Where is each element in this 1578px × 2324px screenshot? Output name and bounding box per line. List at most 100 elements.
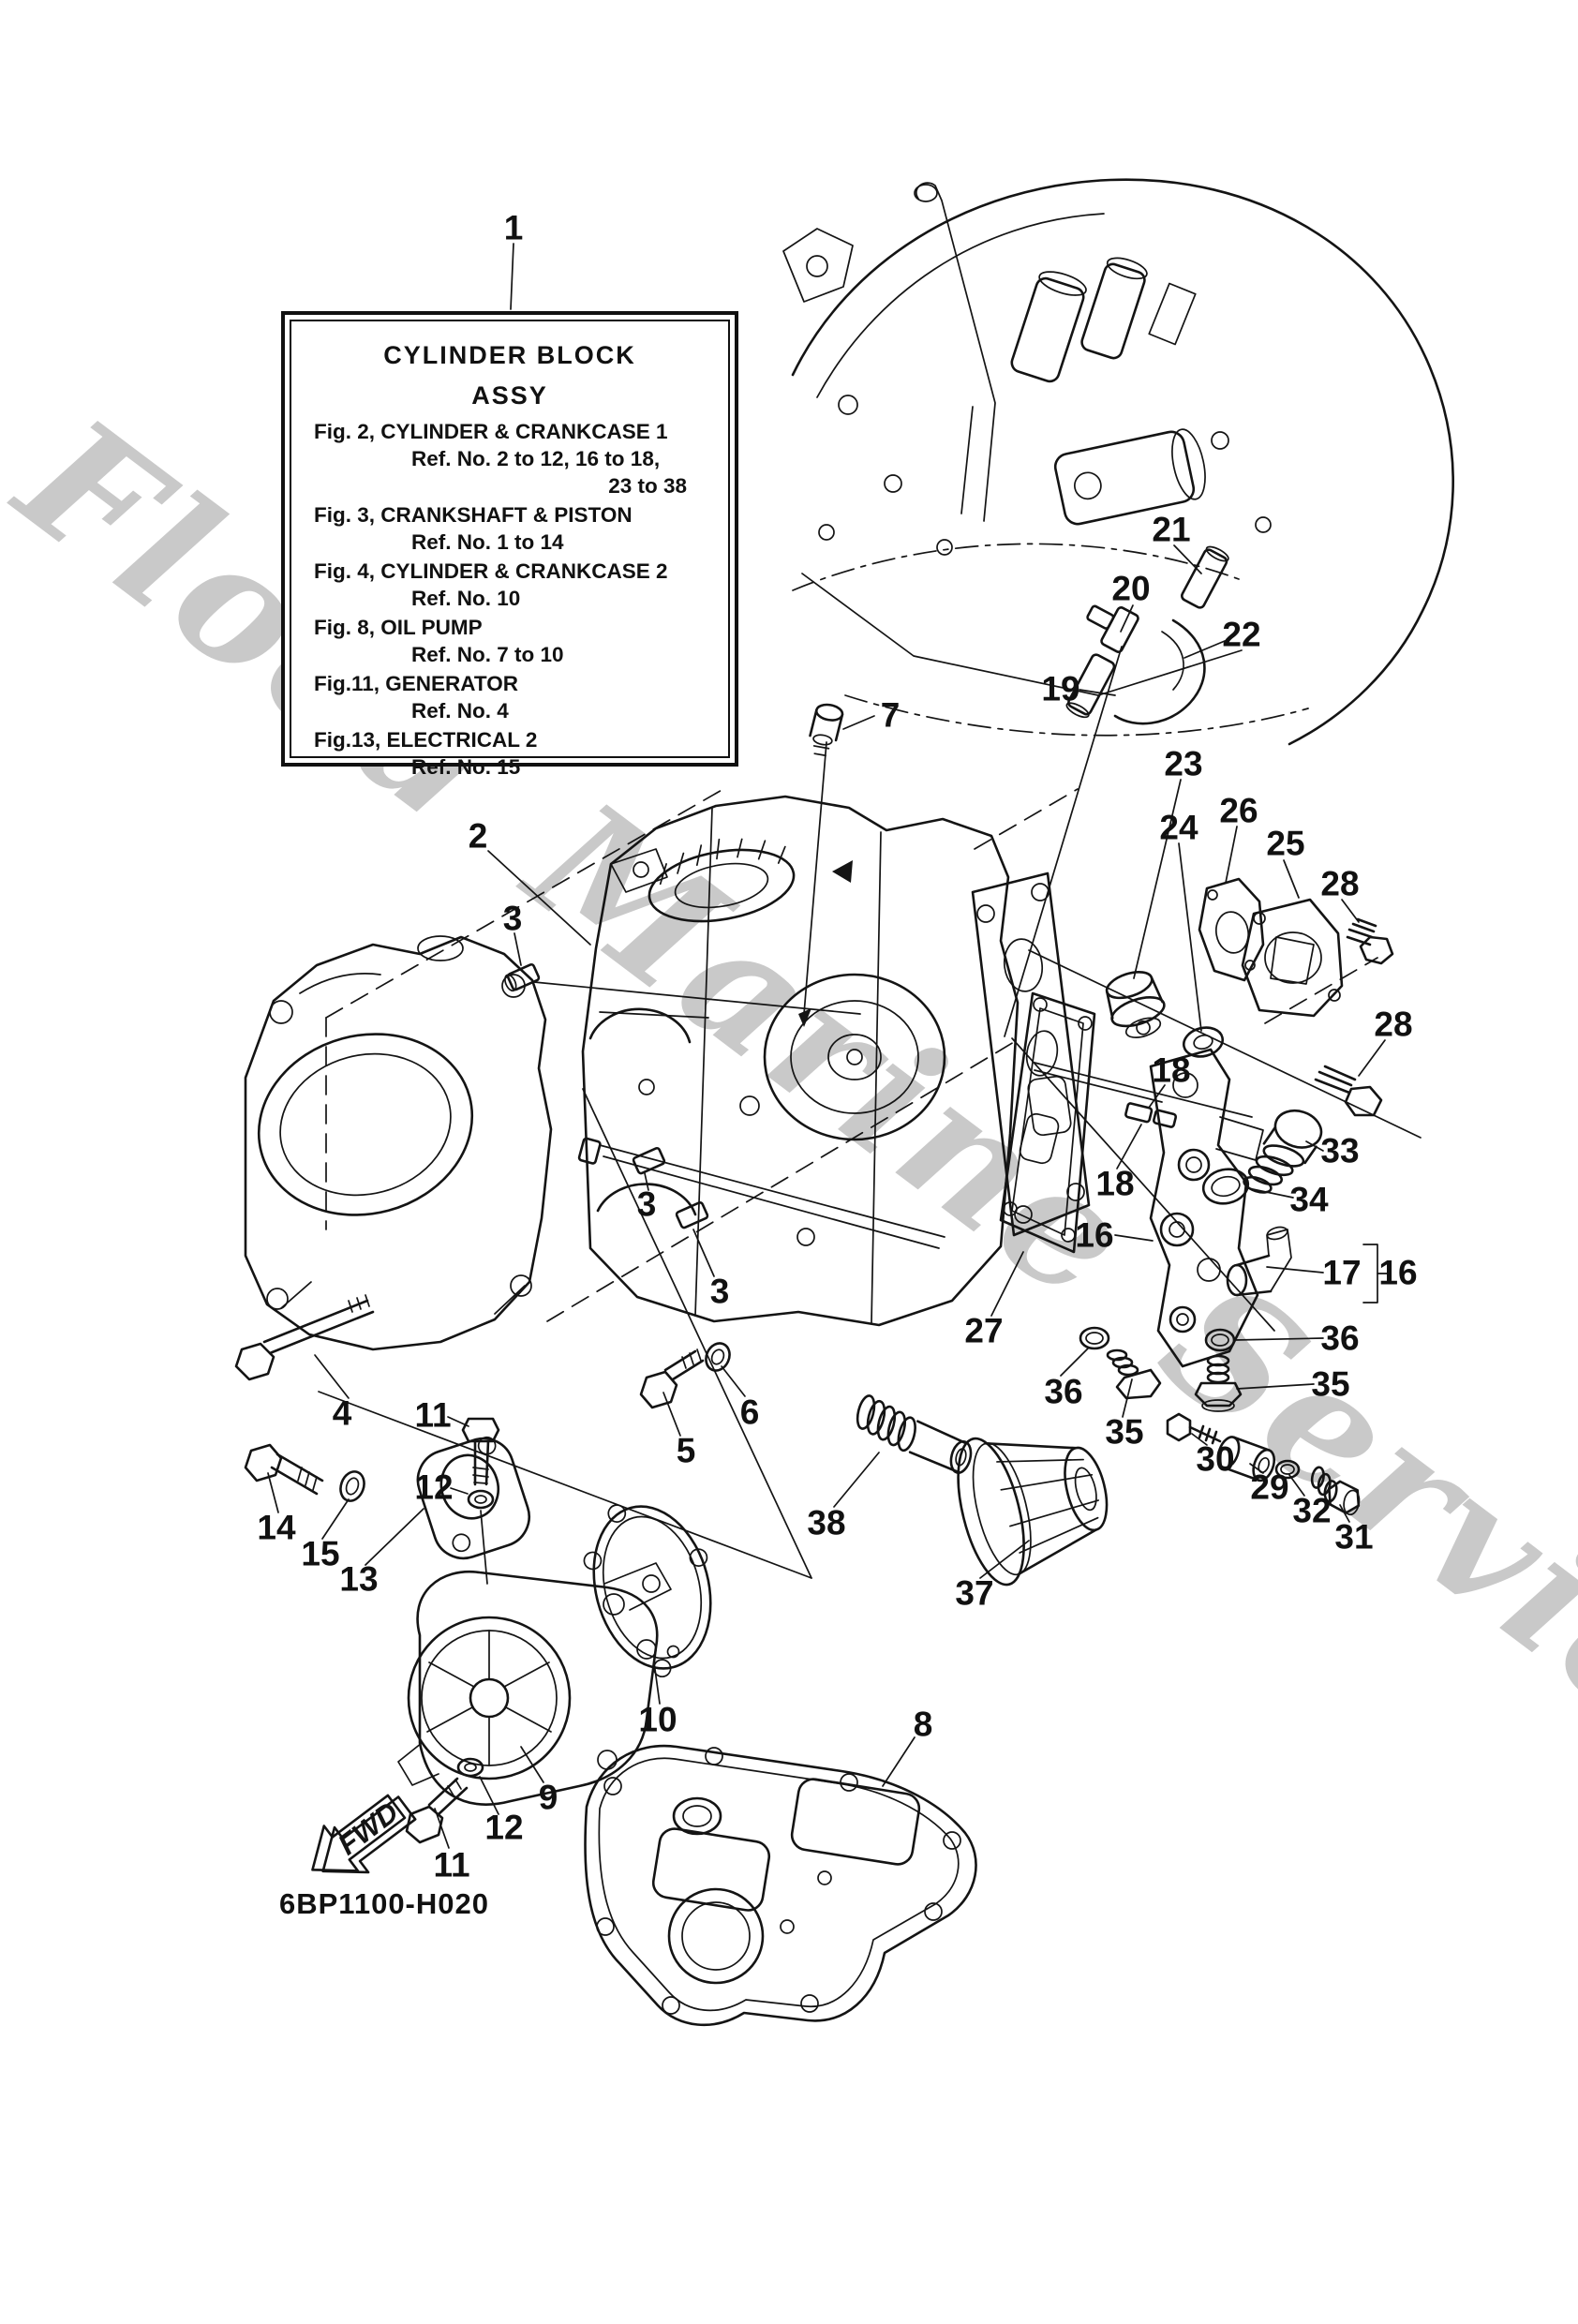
o-ring-34 [1200, 1165, 1251, 1207]
callout-23: 23 [1164, 744, 1203, 783]
callout-32: 32 [1292, 1491, 1332, 1530]
callout-16: 16 [1378, 1253, 1418, 1292]
box-title-line2: ASSY [471, 380, 548, 410]
callout-31: 31 [1334, 1517, 1374, 1557]
crankcase-half [238, 936, 551, 1349]
bolt-28a [1347, 919, 1392, 963]
ref-entry: Ref. No. 7 to 10 [411, 642, 564, 666]
callout-9: 9 [538, 1778, 558, 1817]
leader-lines [268, 244, 1387, 1848]
callout-22: 22 [1222, 615, 1261, 654]
callout-36: 36 [1320, 1318, 1360, 1358]
callout-35: 35 [1311, 1364, 1350, 1404]
callout-15: 15 [301, 1534, 340, 1573]
callout-12: 12 [484, 1808, 524, 1847]
ref-entry: Ref. No. 10 [411, 586, 521, 610]
dowel-pins [503, 963, 945, 1248]
long-bolt-4 [236, 1295, 373, 1379]
bolt-11-lower [407, 1779, 467, 1842]
washer-15 [336, 1468, 367, 1504]
bolt-5 [641, 1349, 703, 1408]
thermostat-parts [1100, 879, 1392, 1115]
ref-entry: Ref. No. 4 [411, 698, 509, 723]
callout-19: 19 [1041, 669, 1080, 708]
thermostat-cover [1243, 900, 1342, 1016]
thermostat-gasket [1199, 879, 1263, 980]
callout-33: 33 [1320, 1131, 1360, 1170]
oil-pump-housing [398, 1563, 671, 1805]
fig-entry: Fig. 3, CRANKSHAFT & PISTON [314, 502, 633, 527]
fig-entry: Fig. 2, CYLINDER & CRANKCASE 1 [314, 419, 668, 443]
callout-28: 28 [1320, 864, 1360, 903]
oil-filter [945, 1410, 1122, 1591]
callout-27: 27 [964, 1311, 1004, 1350]
callout-3: 3 [636, 1184, 657, 1224]
callout-11: 11 [433, 1845, 470, 1885]
washer-6 [702, 1339, 734, 1374]
callout-28: 28 [1374, 1005, 1413, 1044]
elbow-fitting-17 [1228, 1225, 1291, 1295]
assembly-info-box-inner: CYLINDER BLOCK ASSY Fig. 2, CYLINDER & C… [290, 320, 730, 779]
callout-5: 5 [676, 1431, 696, 1470]
callout-18: 18 [1095, 1164, 1135, 1203]
callout-17: 17 [1322, 1253, 1362, 1292]
callout-29: 29 [1250, 1467, 1289, 1507]
callout-12: 12 [414, 1467, 454, 1507]
callout-1: 1 [503, 208, 524, 247]
bolt-14 [246, 1445, 322, 1494]
callout-16: 16 [1075, 1215, 1114, 1255]
box-entries: Fig. 2, CYLINDER & CRANKCASE 1 Ref. No. 2… [291, 420, 728, 780]
callout-3: 3 [502, 899, 523, 938]
callout-11: 11 [414, 1395, 452, 1435]
lower-casing-gasket [586, 1746, 976, 2025]
callout-30: 30 [1196, 1439, 1235, 1479]
callout-13: 13 [339, 1559, 379, 1599]
o-ring-32 [1276, 1461, 1299, 1478]
callout-34: 34 [1289, 1180, 1329, 1219]
box-title-line1: CYLINDER BLOCK [383, 341, 636, 369]
callout-3: 3 [709, 1272, 730, 1311]
callout-21: 21 [1152, 510, 1191, 549]
callout-10: 10 [638, 1700, 677, 1739]
callout-24: 24 [1159, 808, 1198, 847]
washer-12-upper [469, 1491, 493, 1584]
callout-6: 6 [739, 1393, 760, 1432]
callout-7: 7 [880, 695, 901, 735]
callout-20: 20 [1111, 569, 1151, 608]
collar-29 [1214, 1434, 1278, 1482]
ref-entry: Ref. No. 2 to 12, 16 to 18, [411, 446, 661, 470]
ref-entry: Ref. No. 15 [411, 754, 521, 779]
cylinder-block-half [583, 797, 1089, 1325]
fwd-label: FWD [332, 1795, 404, 1861]
breather-hoses [1005, 544, 1230, 1036]
ref-entry: 23 to 38 [608, 473, 687, 498]
callout-36: 36 [1044, 1372, 1083, 1411]
fig-entry: Fig. 4, CYLINDER & CRANKCASE 2 [314, 559, 668, 583]
fig-entry: Fig. 8, OIL PUMP [314, 615, 483, 639]
drawing-number: 6BP1100-H020 [279, 1887, 489, 1920]
callout-8: 8 [913, 1705, 933, 1744]
pilot-screw [807, 703, 843, 757]
bolt-11-upper [463, 1419, 499, 1484]
exhaust-cover-gasket [1001, 993, 1094, 1252]
callout-37: 37 [955, 1573, 994, 1613]
bracket-13 [410, 1431, 537, 1566]
callout-26: 26 [1219, 791, 1258, 830]
plug-35-left [1108, 1350, 1160, 1398]
dowel-rod-18 [1035, 1063, 1252, 1127]
callout-4: 4 [332, 1393, 352, 1433]
plug-35-right [1196, 1356, 1241, 1411]
callout-14: 14 [257, 1508, 296, 1547]
assembly-info-box: CYLINDER BLOCK ASSY Fig. 2, CYLINDER & C… [281, 311, 738, 779]
anode-plug-33 [1243, 1101, 1327, 1205]
fig-entry: Fig.11, GENERATOR [314, 671, 518, 695]
callout-35: 35 [1105, 1412, 1144, 1452]
oil-filter-fitting [850, 1394, 979, 1475]
o-ring-36-left [1080, 1328, 1109, 1348]
plug-31 [1307, 1467, 1364, 1516]
pump-gasket-10 [573, 1485, 735, 1689]
callout-2: 2 [468, 816, 488, 856]
mount-bracket-16 [1151, 1050, 1263, 1366]
